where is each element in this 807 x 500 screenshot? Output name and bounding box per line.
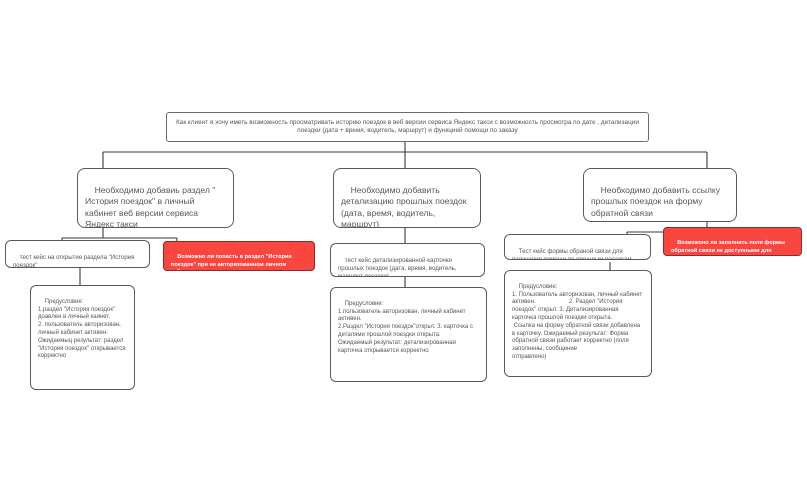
branch-node-2[interactable]: Необходимо добавить детализацию прошлых …: [333, 168, 481, 228]
test-case-node-3[interactable]: Тест кейс формы обраной связи для получе…: [504, 234, 651, 260]
test-case-node-1-label: тест кейс на открытие раздела "История п…: [13, 253, 137, 268]
test-detail-node-3-label: Предусловие: 1. Пользователь авторизован…: [512, 283, 643, 360]
test-case-node-3-label: Тест кейс формы обраной связи для получе…: [512, 247, 632, 260]
test-detail-node-1[interactable]: Предусловие: 1.раздел "История поездок" …: [30, 285, 135, 390]
test-detail-node-2[interactable]: Предусловие: 1.пользователь авторизован,…: [330, 287, 487, 382]
root-node-label: Как клиент я хочу иметь возможность прос…: [176, 118, 641, 134]
branch-node-1[interactable]: Необходимо добавиь раздел " История поез…: [77, 168, 234, 228]
branch-node-2-label: Необходимо добавить детализацию прошлых …: [341, 185, 469, 228]
negative-case-node-2-label: Возможоно ли заполнить поля формы обратн…: [671, 240, 785, 255]
negative-case-node-2[interactable]: Возможоно ли заполнить поля формы обратн…: [663, 227, 802, 256]
test-case-node-1[interactable]: тест кейс на открытие раздела "История п…: [5, 240, 150, 268]
test-detail-node-3[interactable]: Предусловие: 1. Пользователь авторизован…: [504, 270, 652, 377]
root-node[interactable]: Как клиент я хочу иметь возможность прос…: [166, 112, 649, 142]
test-detail-node-2-label: Предусловие: 1.пользователь авторизован,…: [338, 300, 473, 354]
branch-node-3-label: Необходимо добавить ссылку прошлых поезд…: [591, 185, 723, 218]
branch-node-1-label: Необходимо добавиь раздел " История поез…: [85, 185, 218, 228]
test-case-node-2-label: тест кейс детализированной карточки прош…: [338, 256, 459, 277]
negative-case-node-1[interactable]: Возможно ли попасть в раздел "История по…: [163, 241, 315, 271]
branch-node-3[interactable]: Необходимо добавить ссылку прошлых поезд…: [583, 168, 737, 222]
test-case-node-2[interactable]: тест кейс детализированной карточки прош…: [330, 243, 485, 277]
test-detail-node-1-label: Предусловие: 1.раздел "История поездок" …: [38, 298, 126, 360]
negative-case-node-1-label: Возможно ли попасть в раздел "История по…: [171, 254, 292, 270]
